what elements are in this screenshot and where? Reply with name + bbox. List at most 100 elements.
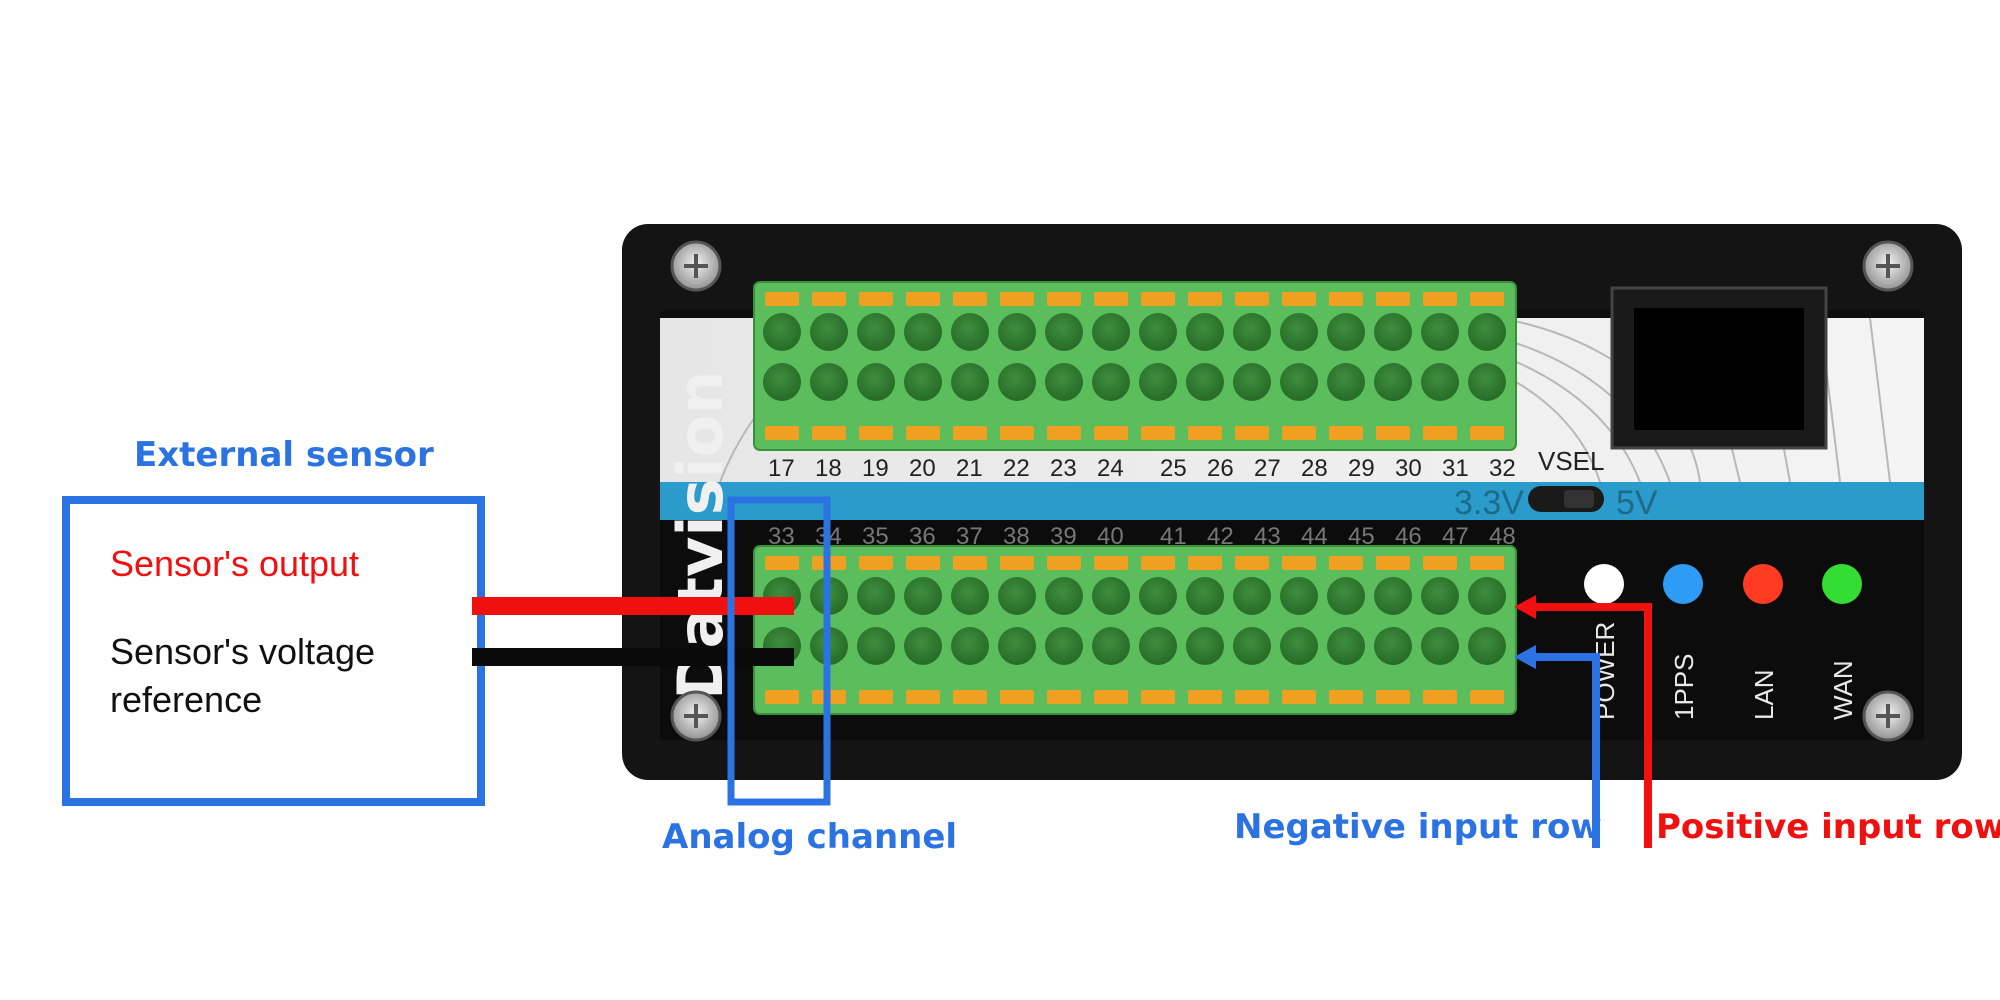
top-terminal-bottom-lever[interactable]: [859, 426, 893, 440]
bottom-terminal-wire-hole[interactable]: [1280, 627, 1318, 665]
top-terminal-bottom-lever[interactable]: [1047, 426, 1081, 440]
top-terminal-bottom-lever[interactable]: [906, 426, 940, 440]
top-terminal-wire-hole[interactable]: [1186, 363, 1224, 401]
top-terminal-bottom-lever[interactable]: [1188, 426, 1222, 440]
bottom-terminal-top-lever[interactable]: [1423, 556, 1457, 570]
top-terminal-wire-hole[interactable]: [1139, 363, 1177, 401]
top-terminal-wire-hole[interactable]: [951, 313, 989, 351]
bottom-terminal-wire-hole[interactable]: [857, 577, 895, 615]
bottom-terminal-bottom-lever[interactable]: [1376, 690, 1410, 704]
top-terminal-top-lever[interactable]: [1470, 292, 1504, 306]
bottom-terminal-wire-hole[interactable]: [904, 577, 942, 615]
top-terminal-top-lever[interactable]: [1376, 292, 1410, 306]
bottom-terminal-wire-hole[interactable]: [1045, 577, 1083, 615]
top-terminal-wire-hole[interactable]: [1092, 363, 1130, 401]
top-terminal-top-lever[interactable]: [953, 292, 987, 306]
bottom-terminal-wire-hole[interactable]: [1139, 577, 1177, 615]
top-terminal-top-lever[interactable]: [1094, 292, 1128, 306]
bottom-terminal-wire-hole[interactable]: [857, 627, 895, 665]
top-terminal-wire-hole[interactable]: [904, 363, 942, 401]
top-terminal-wire-hole[interactable]: [810, 363, 848, 401]
bottom-terminal-wire-hole[interactable]: [1374, 577, 1412, 615]
bottom-terminal-top-lever[interactable]: [1470, 556, 1504, 570]
bottom-terminal-bottom-lever[interactable]: [1329, 690, 1363, 704]
bottom-terminal-top-lever[interactable]: [765, 556, 799, 570]
bottom-terminal-top-lever[interactable]: [1329, 556, 1363, 570]
bottom-terminal-top-lever[interactable]: [1282, 556, 1316, 570]
bottom-terminal-bottom-lever[interactable]: [1141, 690, 1175, 704]
top-terminal-wire-hole[interactable]: [998, 313, 1036, 351]
bottom-terminal-wire-hole[interactable]: [1233, 577, 1271, 615]
top-terminal-top-lever[interactable]: [1141, 292, 1175, 306]
bottom-terminal-wire-hole[interactable]: [1186, 577, 1224, 615]
top-terminal-wire-hole[interactable]: [1327, 313, 1365, 351]
bottom-terminal-wire-hole[interactable]: [1421, 627, 1459, 665]
bottom-terminal-wire-hole[interactable]: [1186, 627, 1224, 665]
top-terminal-wire-hole[interactable]: [998, 363, 1036, 401]
bottom-terminal-bottom-lever[interactable]: [1094, 690, 1128, 704]
bottom-terminal-wire-hole[interactable]: [1045, 627, 1083, 665]
bottom-terminal-top-lever[interactable]: [1376, 556, 1410, 570]
bottom-terminal-wire-hole[interactable]: [998, 627, 1036, 665]
top-terminal-bottom-lever[interactable]: [1329, 426, 1363, 440]
top-terminal-bottom-lever[interactable]: [1376, 426, 1410, 440]
bottom-terminal-top-lever[interactable]: [1047, 556, 1081, 570]
bottom-terminal-wire-hole[interactable]: [1092, 577, 1130, 615]
bottom-terminal-wire-hole[interactable]: [1327, 577, 1365, 615]
bottom-terminal-wire-hole[interactable]: [951, 627, 989, 665]
top-terminal-bottom-lever[interactable]: [812, 426, 846, 440]
top-terminal-top-lever[interactable]: [859, 292, 893, 306]
top-terminal-bottom-lever[interactable]: [1423, 426, 1457, 440]
bottom-terminal-top-lever[interactable]: [953, 556, 987, 570]
top-terminal-wire-hole[interactable]: [810, 313, 848, 351]
top-terminal-top-lever[interactable]: [1329, 292, 1363, 306]
top-terminal-wire-hole[interactable]: [904, 313, 942, 351]
top-terminal-wire-hole[interactable]: [1374, 363, 1412, 401]
bottom-terminal-top-lever[interactable]: [1141, 556, 1175, 570]
bottom-terminal-wire-hole[interactable]: [904, 627, 942, 665]
bottom-terminal-wire-hole[interactable]: [998, 577, 1036, 615]
bottom-terminal-bottom-lever[interactable]: [1000, 690, 1034, 704]
top-terminal-top-lever[interactable]: [906, 292, 940, 306]
bottom-terminal-bottom-lever[interactable]: [906, 690, 940, 704]
bottom-terminal-wire-hole[interactable]: [1233, 627, 1271, 665]
top-terminal-wire-hole[interactable]: [763, 313, 801, 351]
top-terminal-wire-hole[interactable]: [1280, 363, 1318, 401]
top-terminal-wire-hole[interactable]: [1421, 363, 1459, 401]
top-terminal-bottom-lever[interactable]: [953, 426, 987, 440]
bottom-terminal-bottom-lever[interactable]: [1423, 690, 1457, 704]
top-terminal-bottom-lever[interactable]: [1470, 426, 1504, 440]
top-terminal-top-lever[interactable]: [1000, 292, 1034, 306]
top-terminal-wire-hole[interactable]: [1468, 363, 1506, 401]
bottom-terminal-bottom-lever[interactable]: [1188, 690, 1222, 704]
top-terminal-wire-hole[interactable]: [857, 313, 895, 351]
bottom-terminal-top-lever[interactable]: [906, 556, 940, 570]
bottom-terminal-bottom-lever[interactable]: [1047, 690, 1081, 704]
bottom-terminal-wire-hole[interactable]: [1139, 627, 1177, 665]
top-terminal-wire-hole[interactable]: [1092, 313, 1130, 351]
top-terminal-wire-hole[interactable]: [1421, 313, 1459, 351]
top-terminal-bottom-lever[interactable]: [1282, 426, 1316, 440]
bottom-terminal-wire-hole[interactable]: [1374, 627, 1412, 665]
bottom-terminal-top-lever[interactable]: [1235, 556, 1269, 570]
top-terminal-wire-hole[interactable]: [1139, 313, 1177, 351]
top-terminal-top-lever[interactable]: [765, 292, 799, 306]
vsel-switch[interactable]: [1528, 486, 1604, 512]
bottom-terminal-bottom-lever[interactable]: [1470, 690, 1504, 704]
top-terminal-bottom-lever[interactable]: [765, 426, 799, 440]
top-terminal-wire-hole[interactable]: [1374, 313, 1412, 351]
top-terminal-top-lever[interactable]: [1188, 292, 1222, 306]
top-terminal-bottom-lever[interactable]: [1235, 426, 1269, 440]
top-terminal-top-lever[interactable]: [1047, 292, 1081, 306]
bottom-terminal-wire-hole[interactable]: [1421, 577, 1459, 615]
top-terminal-wire-hole[interactable]: [1045, 313, 1083, 351]
top-terminal-wire-hole[interactable]: [1280, 313, 1318, 351]
top-terminal-wire-hole[interactable]: [857, 363, 895, 401]
top-terminal-wire-hole[interactable]: [1327, 363, 1365, 401]
top-terminal-top-lever[interactable]: [1282, 292, 1316, 306]
top-terminal-top-lever[interactable]: [812, 292, 846, 306]
bottom-terminal-wire-hole[interactable]: [951, 577, 989, 615]
bottom-terminal-bottom-lever[interactable]: [1282, 690, 1316, 704]
bottom-terminal-bottom-lever[interactable]: [953, 690, 987, 704]
top-terminal-wire-hole[interactable]: [1186, 313, 1224, 351]
